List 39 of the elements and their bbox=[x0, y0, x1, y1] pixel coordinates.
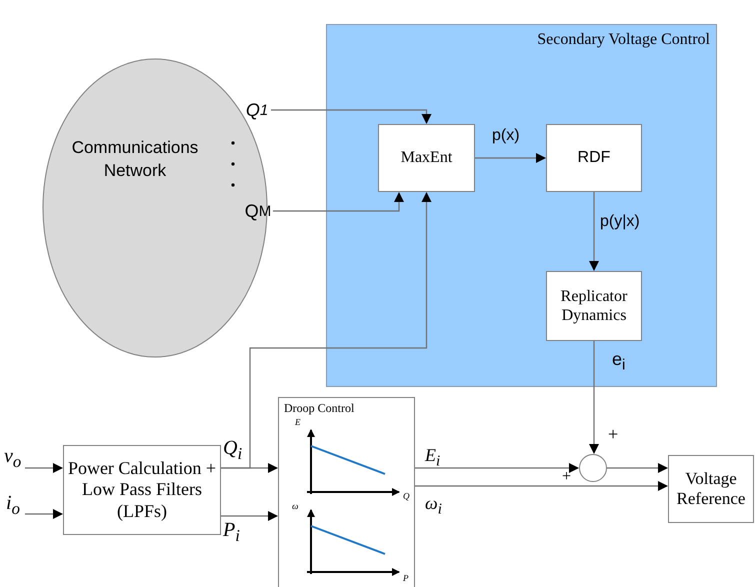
arrow bbox=[221, 192, 432, 469]
process-box: Voltage Reference bbox=[668, 455, 754, 523]
arrow bbox=[273, 192, 404, 212]
edge-label: P$_{i}$ bbox=[223, 520, 240, 545]
arrow bbox=[221, 511, 278, 521]
sign-label: + bbox=[562, 469, 572, 485]
arrow bbox=[25, 509, 63, 519]
summing-junction bbox=[579, 454, 607, 482]
network-ellipse bbox=[42, 58, 268, 358]
arrow bbox=[415, 481, 668, 491]
sign-label: + bbox=[608, 425, 618, 443]
process-box: Replicator Dynamics bbox=[546, 271, 642, 341]
axis-label: Q bbox=[403, 492, 410, 501]
edge-label: v$_{o}$ bbox=[4, 446, 22, 471]
edge-label: Q$_{i}$ bbox=[223, 438, 242, 463]
axis-label: P bbox=[403, 574, 408, 583]
axis-label: E bbox=[295, 418, 300, 427]
control-panel bbox=[326, 24, 717, 387]
process-box: MaxEnt bbox=[378, 124, 475, 192]
edge-label: ω$_{i}$ bbox=[425, 494, 442, 518]
arrow bbox=[271, 109, 432, 124]
box-title: Droop Control bbox=[284, 401, 354, 416]
edge-label: E$_{i}$ bbox=[425, 446, 440, 470]
arrow bbox=[475, 153, 546, 163]
axis-label: ω bbox=[292, 502, 298, 511]
edge-label: p(y|x) bbox=[600, 214, 640, 230]
process-box: Power Calculation + Low Pass Filters (LPFs) bbox=[63, 445, 221, 535]
process-box: RDF bbox=[546, 124, 642, 192]
arrow bbox=[25, 463, 63, 473]
droop-control-box bbox=[278, 397, 415, 587]
arrow bbox=[589, 341, 599, 454]
arrow bbox=[589, 192, 599, 271]
network-label: Communications Network bbox=[70, 137, 200, 182]
edge-label: e$_{i}$ bbox=[612, 350, 626, 373]
arrow bbox=[607, 463, 668, 473]
edge-label: p(x) bbox=[492, 128, 520, 144]
edge-label: i$_{o}$ bbox=[6, 493, 20, 518]
group-title: Secondary Voltage Control bbox=[537, 31, 710, 49]
arrow bbox=[415, 463, 579, 473]
